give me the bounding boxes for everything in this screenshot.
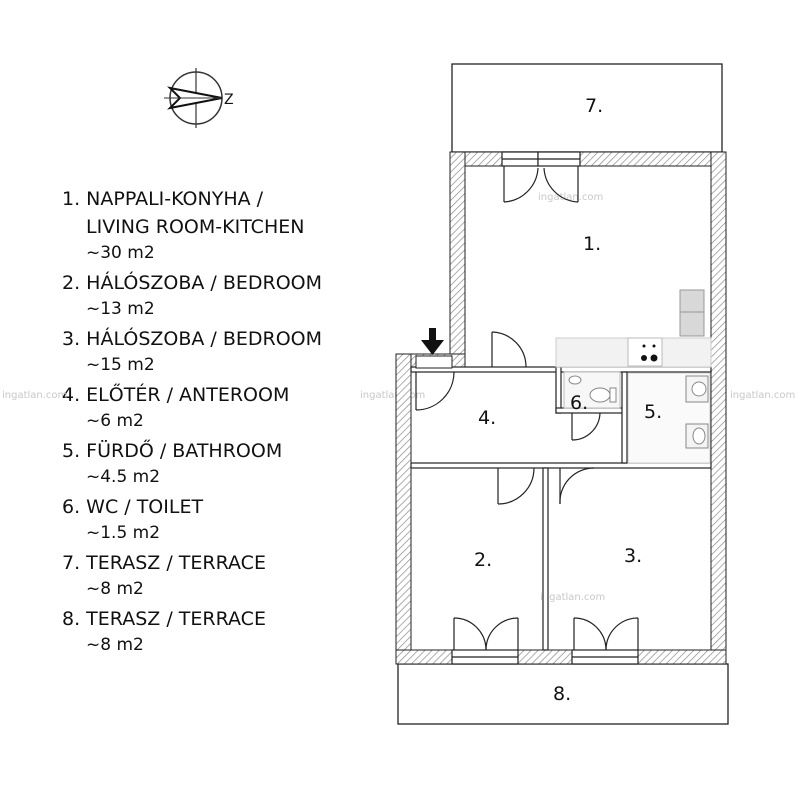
legend-area: ~8 m2 <box>86 579 144 599</box>
legend-name: 2. HÁLÓSZOBA / BEDROOM <box>62 272 323 294</box>
watermark: ingatlan.com <box>360 390 425 401</box>
room-legend: 1. NAPPALI-KONYHA / LIVING ROOM-KITCHEN … <box>62 185 362 661</box>
room-label-6: 6. <box>570 392 588 414</box>
legend-name: 6. WC / TOILET <box>62 496 204 518</box>
bathroom-fixtures-icon <box>627 372 711 464</box>
windows-top <box>501 151 581 167</box>
legend-area: ~30 m2 <box>86 243 155 263</box>
legend-name: 4. ELŐTÉR / ANTEROOM <box>62 384 290 406</box>
legend-item-6: 6. WC / TOILET ~1.5 m2 <box>62 493 362 545</box>
legend-item-2: 2. HÁLÓSZOBA / BEDROOM ~13 m2 <box>62 269 362 321</box>
watermark: ingatlan.com <box>2 390 67 401</box>
room-label-2: 2. <box>474 549 492 571</box>
legend-area: ~1.5 m2 <box>86 523 161 543</box>
room-label-3: 3. <box>624 545 642 567</box>
legend-area: ~15 m2 <box>86 355 155 375</box>
terrace-8 <box>397 663 729 725</box>
legend-item-8: 8. TERASZ / TERRACE ~8 m2 <box>62 605 362 657</box>
legend-area: ~6 m2 <box>86 411 144 431</box>
room-label-1: 1. <box>583 233 601 255</box>
entrance-arrow-icon <box>415 328 453 369</box>
watermark: ingatlan.com <box>538 192 603 203</box>
legend-item-4: 4. ELŐTÉR / ANTEROOM ~6 m2 <box>62 381 362 433</box>
watermark: ingatlan.com <box>730 390 795 401</box>
legend-area: ~8 m2 <box>86 635 144 655</box>
room-label-7: 7. <box>585 95 603 117</box>
room-label-5: 5. <box>644 401 662 423</box>
legend-area: ~13 m2 <box>86 299 155 319</box>
legend-item-3: 3. HÁLÓSZOBA / BEDROOM ~15 m2 <box>62 325 362 377</box>
legend-area: ~4.5 m2 <box>86 467 161 487</box>
room-label-4: 4. <box>478 407 496 429</box>
legend-name: 5. FÜRDŐ / BATHROOM <box>62 440 283 462</box>
stove-icon <box>641 344 658 362</box>
legend-name-cont: LIVING ROOM-KITCHEN <box>86 216 305 238</box>
toilet-icon <box>563 371 621 409</box>
compass-letter: Z <box>224 92 234 108</box>
legend-name: 1. NAPPALI-KONYHA / <box>62 188 264 210</box>
legend-name: 7. TERASZ / TERRACE <box>62 552 266 574</box>
legend-item-7: 7. TERASZ / TERRACE ~8 m2 <box>62 549 362 601</box>
legend-item-5: 5. FÜRDŐ / BATHROOM ~4.5 m2 <box>62 437 362 489</box>
room-label-8: 8. <box>553 683 571 705</box>
legend-name: 3. HÁLÓSZOBA / BEDROOM <box>62 328 323 350</box>
legend-name: 8. TERASZ / TERRACE <box>62 608 266 630</box>
interior-walls <box>410 366 712 651</box>
legend-item-1: 1. NAPPALI-KONYHA / LIVING ROOM-KITCHEN … <box>62 185 362 265</box>
windows-bottom <box>451 649 639 665</box>
watermark: ingatlan.com <box>540 592 605 603</box>
kitchen-counter <box>555 289 712 368</box>
compass-icon: Z <box>164 68 234 128</box>
